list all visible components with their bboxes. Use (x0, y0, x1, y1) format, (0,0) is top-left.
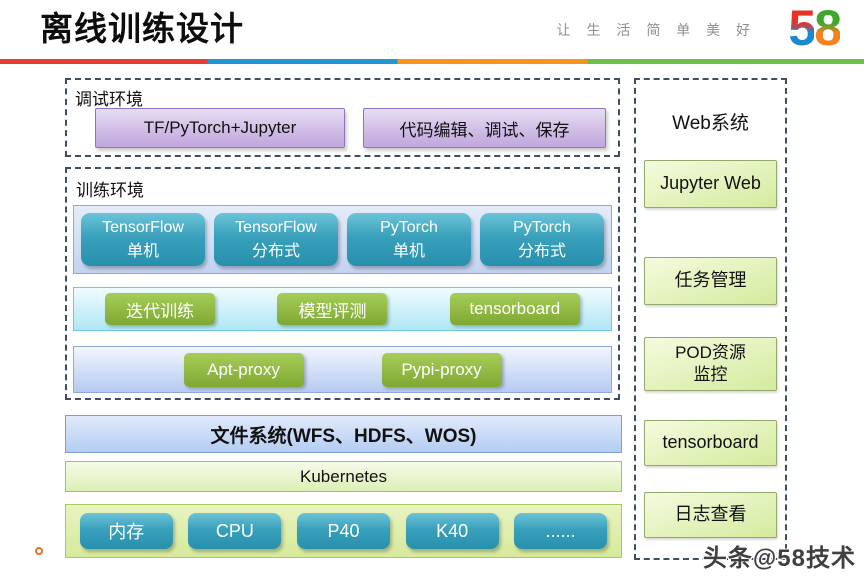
tool-model-eval: 模型评测 (277, 293, 388, 325)
brand-slogan: 让 生 活 简 单 美 好 (556, 22, 756, 38)
framework-pytorch-distributed: PyTorch 分布式 (480, 213, 604, 266)
filesystem-bar: 文件系统(WFS、HDFS、WOS) (65, 415, 622, 453)
kubernetes-bar: Kubernetes (65, 461, 622, 492)
training-tools-bar: 迭代训练 模型评测 tensorboard (73, 287, 612, 331)
hardware-cpu: CPU (188, 513, 282, 549)
web-item-log-viewer: 日志查看 (644, 492, 777, 538)
web-item-tensorboard: tensorboard (644, 420, 777, 466)
framework-tensorflow-single: TensorFlow 单机 (81, 213, 205, 266)
orange-dot (35, 547, 43, 555)
debug-env-row: TF/PyTorch+Jupyter 代码编辑、调试、保存 (95, 108, 606, 148)
tool-iterative-training: 迭代训练 (105, 293, 216, 325)
watermark: 头条@58技术 (702, 545, 856, 572)
framework-container: TensorFlow 单机 TensorFlow 分布式 PyTorch 单机 … (73, 205, 612, 274)
hardware-p40: P40 (296, 513, 390, 549)
hardware-k40: K40 (405, 513, 499, 549)
train-env-label: 训练环境 (76, 181, 144, 200)
web-system-label: Web系统 (672, 113, 749, 134)
train-env-group: 训练环境 TensorFlow 单机 TensorFlow 分布式 PyTorc… (65, 167, 620, 400)
web-system-group: Web系统 Jupyter Web 任务管理 POD资源 监控 tensorbo… (634, 78, 787, 560)
debug-box-jupyter: TF/PyTorch+Jupyter (95, 108, 345, 148)
debug-env-label: 调试环境 (75, 90, 143, 109)
logo-digit-5: 5 (788, 0, 816, 56)
debug-box-code-edit: 代码编辑、调试、保存 (363, 108, 606, 148)
framework-pytorch-single: PyTorch 单机 (347, 213, 471, 266)
proxy-bar: Apt-proxy Pypi-proxy (73, 346, 612, 393)
hardware-memory: 内存 (79, 513, 173, 549)
hardware-more: ...... (514, 513, 608, 549)
hardware-bar: 内存 CPU P40 K40 ...... (65, 504, 622, 558)
page-title: 离线训练设计 (40, 10, 244, 47)
debug-env-group: 调试环境 TF/PyTorch+Jupyter 代码编辑、调试、保存 (65, 78, 620, 157)
header-divider (0, 59, 864, 64)
web-item-jupyter-web: Jupyter Web (644, 160, 777, 208)
framework-tensorflow-distributed: TensorFlow 分布式 (214, 213, 338, 266)
web-item-task-management: 任务管理 (644, 257, 777, 305)
logo-digit-8: 8 (814, 0, 842, 56)
pypi-proxy-chip: Pypi-proxy (381, 352, 502, 387)
tool-tensorboard: tensorboard (449, 293, 580, 325)
web-item-pod-monitor: POD资源 监控 (644, 337, 777, 391)
apt-proxy-chip: Apt-proxy (183, 352, 304, 387)
58-logo: 58 (788, 0, 842, 56)
